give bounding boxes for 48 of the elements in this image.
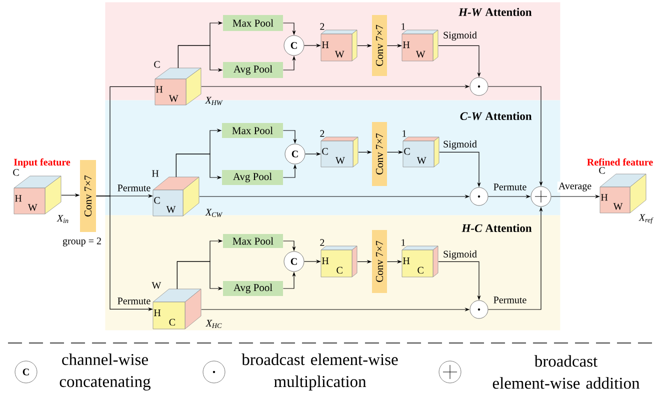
edge-label: Sigmoid xyxy=(442,30,478,42)
feature-title: Input feature xyxy=(14,158,70,168)
cube: 2 H C xyxy=(320,239,358,278)
conv-block: Conv 7×7 xyxy=(372,15,387,76)
cube: W H C xyxy=(152,282,202,330)
edge-label: Permute xyxy=(492,296,528,304)
pool-box: Max Pool xyxy=(223,15,283,31)
legend-text: channel-wise concatenating xyxy=(60,353,151,390)
feature-title: Refined feature xyxy=(587,158,653,166)
edge-label: Permute xyxy=(492,182,528,192)
node-label: 1 xyxy=(402,130,406,137)
group-label: group = 2 xyxy=(62,238,101,246)
multiply-circle xyxy=(470,77,488,96)
node-label: 1 xyxy=(402,23,406,30)
multiply-circle xyxy=(470,300,488,319)
cube: 1 H C xyxy=(402,239,438,278)
cube: C H W xyxy=(13,169,62,214)
legend-text: broadcast element-wise addition xyxy=(492,355,640,389)
cube: 2 H W xyxy=(320,23,358,62)
tensor-label: X$_{ref}$ xyxy=(638,214,654,224)
cube: C H W xyxy=(599,167,646,214)
tensor-label: X$_{in}$ xyxy=(56,214,68,224)
node-label: 2 xyxy=(320,130,324,137)
tensor-label: X$_{CW}$ xyxy=(205,208,223,218)
conv-block: Conv 7×7 xyxy=(372,230,387,293)
conv-block: Conv 7×7 xyxy=(372,122,387,186)
pool-box: Avg Pool xyxy=(222,170,283,185)
pool-box: Avg Pool xyxy=(223,281,283,296)
pool-box: Max Pool xyxy=(223,234,283,248)
pool-box: Max Pool xyxy=(222,123,283,138)
cube: H C W xyxy=(152,170,200,216)
conv-block: Conv 7×7 xyxy=(80,160,96,232)
cube: 2 C W xyxy=(320,130,358,168)
cube: 1 H W xyxy=(402,23,438,62)
node-label: 2 xyxy=(320,239,324,246)
edge-label: Average xyxy=(557,182,593,192)
edge-label: Permute xyxy=(116,296,152,306)
tensor-label: X$_{HC}$ xyxy=(206,320,222,328)
node-label: 1 xyxy=(402,239,406,246)
cube: 1 C W xyxy=(402,130,440,168)
pool-box: Avg Pool xyxy=(223,62,283,78)
add-circle xyxy=(530,186,552,207)
edge-label: Sigmoid xyxy=(442,139,478,151)
node-label: 2 xyxy=(320,23,324,30)
edge-label: Permute xyxy=(116,184,152,192)
edge-label: Sigmoid xyxy=(442,249,478,261)
legend-text: broadcast element-wise multiplication xyxy=(242,354,398,390)
multiply-circle xyxy=(470,187,488,206)
